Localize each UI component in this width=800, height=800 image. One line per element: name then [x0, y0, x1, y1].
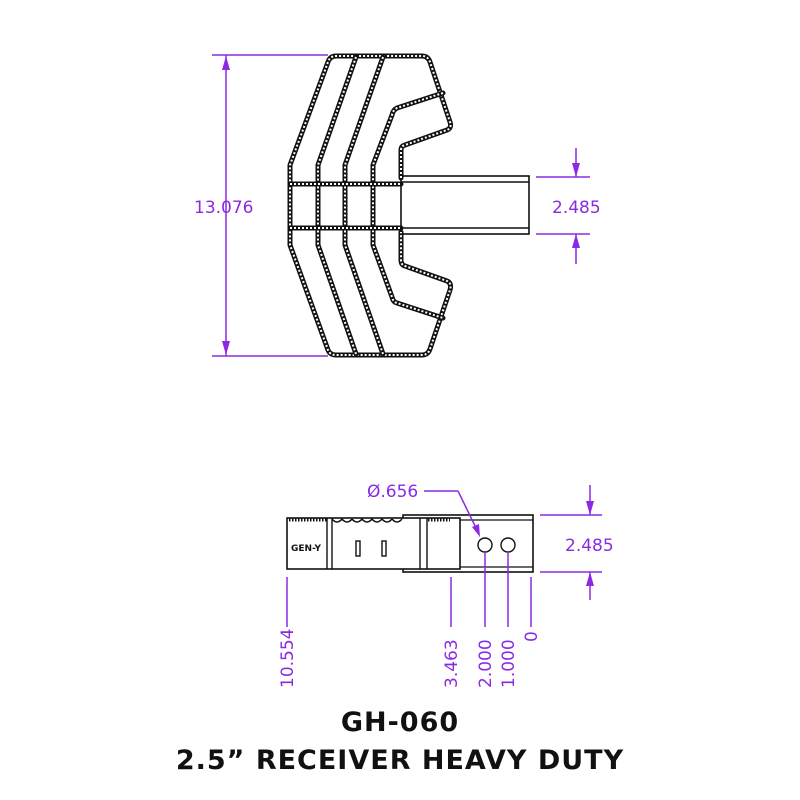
baseline-extension-lines: [286, 552, 532, 627]
baseline-label-10554: 10.554: [278, 629, 298, 688]
hole-diameter-callout: [424, 490, 480, 537]
side-receiver-height-dimension: [540, 485, 602, 600]
pin-holes: [477, 537, 516, 553]
part-number: GH-060: [340, 707, 460, 738]
baseline-label-2000: 2.000: [476, 639, 496, 688]
top-view: [212, 53, 590, 358]
logo-mark: GEN-Y: [291, 544, 321, 554]
overall-height-label: 13.076: [194, 198, 253, 218]
side-view: GEN-Y Ø.656: [286, 482, 602, 627]
top-receiver-width-label: 2.485: [552, 198, 601, 218]
baseline-label-0: 0: [522, 631, 542, 642]
top-receiver-width-dimension: [536, 148, 590, 264]
hole-diameter-label: Ø.656: [367, 482, 418, 502]
overall-height-dimension: [212, 54, 328, 357]
outer-frame: [287, 53, 454, 358]
top-receiver-tube: [400, 175, 530, 235]
part-description: 2.5” RECEIVER HEAVY DUTY: [175, 745, 625, 776]
baseline-label-3463: 3.463: [442, 639, 462, 688]
side-shank: [286, 517, 461, 570]
inner-bars: [287, 54, 446, 357]
baseline-label-1000: 1.000: [499, 639, 519, 688]
side-receiver-height-label: 2.485: [565, 536, 614, 556]
